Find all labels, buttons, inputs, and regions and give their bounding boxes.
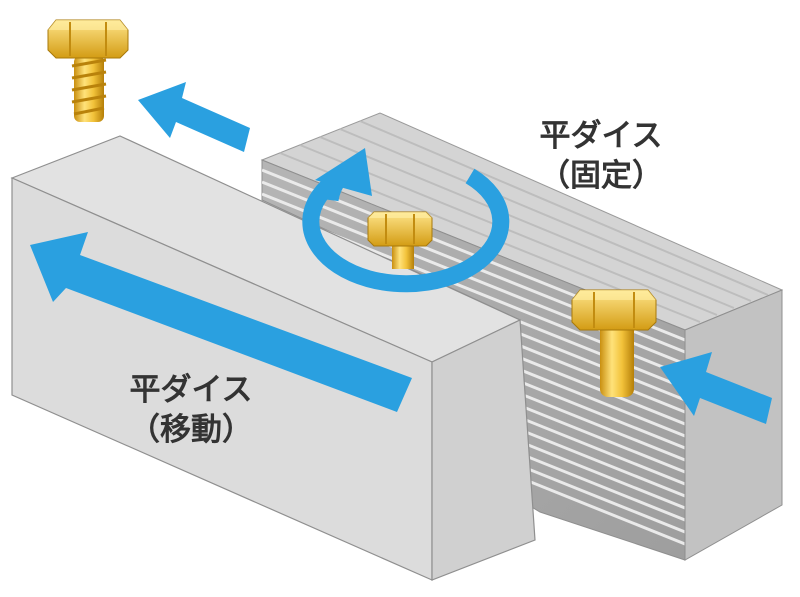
rolling-screw-icon — [367, 211, 433, 269]
moving-die-label-line2: （移動） — [129, 412, 253, 448]
fixed-die-end-face — [684, 289, 783, 561]
blank-screw-icon — [571, 289, 657, 397]
fixed-die-label-line2: （固定） — [539, 158, 663, 194]
feed-arrow-icon — [660, 352, 772, 424]
fixed-die-label-line1: 平ダイス — [539, 118, 663, 154]
moving-die-label-line1: 平ダイス — [129, 372, 253, 408]
moving-die-label: 平ダイス （移動） — [106, 370, 276, 450]
threaded-screw-icon — [47, 19, 129, 122]
moving-die-end-face — [431, 319, 536, 581]
moving-die-arrow-icon — [30, 232, 412, 412]
rotation-arrow-icon — [302, 168, 510, 293]
rotation-arrow-front-icon — [321, 171, 347, 202]
fixed-die-label: 平ダイス （固定） — [516, 116, 686, 196]
eject-arrow-icon — [138, 82, 250, 152]
